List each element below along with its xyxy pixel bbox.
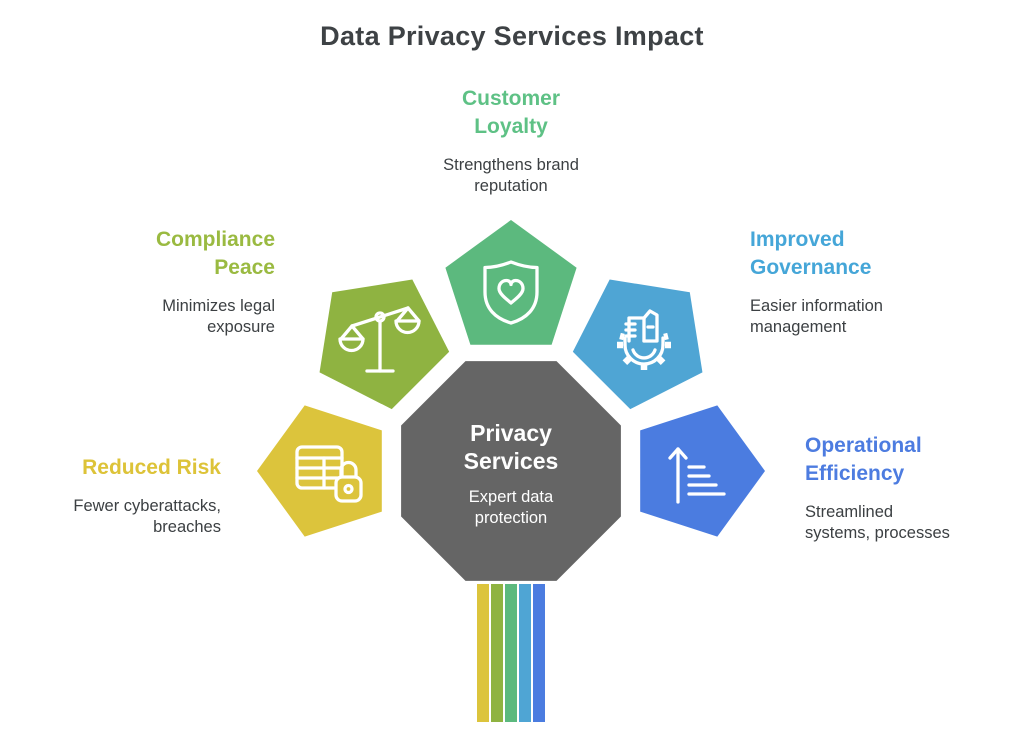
petal-reduced-risk — [257, 405, 382, 537]
petal-compliance-peace — [319, 279, 450, 410]
petal-operational-efficiency — [640, 405, 765, 537]
section-heading: Customer Loyalty — [461, 87, 561, 138]
center-label: Privacy Services Expert data protection — [391, 419, 631, 529]
pentagon-operational-efficiency — [640, 405, 765, 537]
ribbon-stripes — [477, 584, 545, 722]
page-title: Data Privacy Services Impact — [320, 21, 704, 51]
pentagon-reduced-risk — [257, 405, 382, 537]
section-heading: Operational Efficiency — [805, 434, 922, 485]
section-improved-governance: Improved Governance Easier information m… — [750, 226, 1010, 338]
center-description: Expert data protection — [468, 488, 554, 528]
pentagon-compliance-peace — [319, 279, 450, 410]
section-description: Fewer cyberattacks, breaches — [73, 496, 221, 536]
center-octagon — [401, 361, 621, 581]
pentagon-improved-governance — [572, 279, 703, 410]
section-description: Strengthens brand reputation — [443, 155, 579, 195]
gear-document-icon — [617, 309, 671, 370]
shield-heart-icon — [483, 260, 539, 325]
ribbon-stripe — [491, 584, 503, 722]
section-description: Minimizes legal exposure — [162, 296, 275, 336]
petal-customer-loyalty — [445, 220, 577, 345]
center-heading: Privacy Services — [463, 420, 559, 475]
section-description: Streamlined systems, processes — [805, 502, 950, 542]
section-compliance-peace: Compliance Peace Minimizes legal exposur… — [15, 226, 275, 338]
table-lock-icon — [295, 445, 363, 503]
ribbon-stripe — [519, 584, 531, 722]
section-heading: Compliance Peace — [155, 228, 275, 279]
scales-icon — [338, 306, 421, 373]
section-customer-loyalty: Customer Loyalty Strengthens brand reput… — [341, 85, 681, 197]
section-heading: Reduced Risk — [82, 456, 221, 479]
ribbon-stripe — [533, 584, 545, 722]
ribbon-stripe — [477, 584, 489, 722]
section-operational-efficiency: Operational Efficiency Streamlined syste… — [805, 432, 1015, 544]
petal-improved-governance — [572, 279, 703, 410]
ribbon-stripe — [505, 584, 517, 722]
section-description: Easier information management — [750, 296, 883, 336]
arrow-lines-icon — [668, 447, 726, 504]
section-heading: Improved Governance — [750, 228, 872, 279]
section-reduced-risk: Reduced Risk Fewer cyberattacks, breache… — [11, 454, 221, 538]
